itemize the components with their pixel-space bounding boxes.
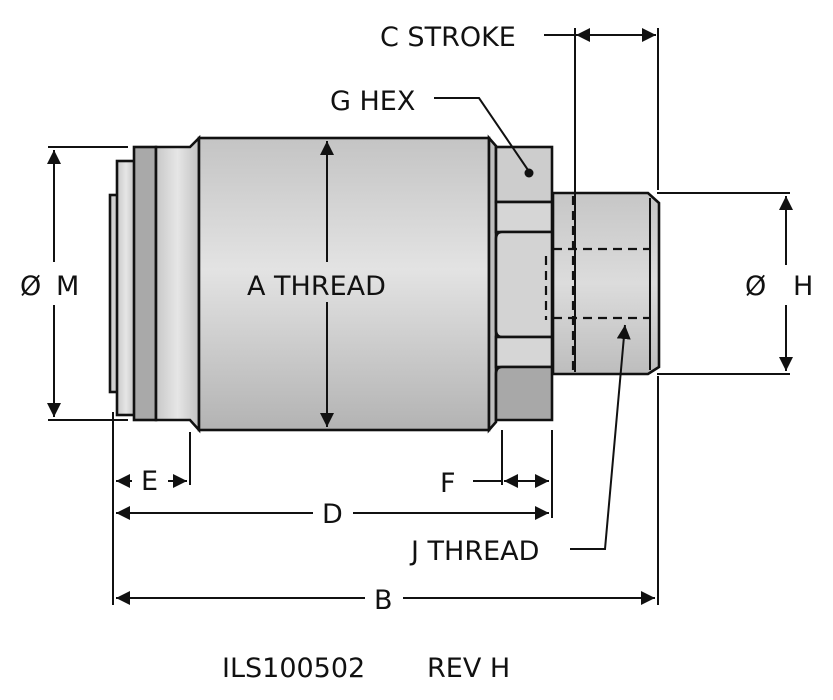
coupling-body — [108, 134, 661, 434]
hex-center-flat — [494, 230, 554, 339]
dimension-f: F — [440, 468, 549, 499]
dimension-a-thread: A THREAD — [247, 141, 386, 427]
extension-lines — [112, 376, 659, 605]
dimension-dia-h: Ø H — [657, 192, 813, 375]
hex-bottom-flat — [494, 365, 554, 422]
hex-lower-band — [494, 335, 554, 369]
dia-h-label: H — [793, 271, 813, 302]
g-hex-callout: G HEX — [330, 86, 529, 171]
revision: REV H — [427, 653, 510, 684]
part-number: ILS100502 — [222, 653, 365, 684]
f-label: F — [440, 468, 456, 499]
e-label: E — [141, 466, 158, 497]
j-thread-label: J THREAD — [409, 536, 539, 567]
hex-upper-band — [494, 200, 554, 234]
j-thread-callout: J THREAD — [409, 324, 631, 567]
dimension-d: D — [116, 499, 549, 530]
sleeve — [154, 134, 201, 434]
end-lip — [115, 159, 137, 417]
c-stroke-label: C STROKE — [380, 22, 516, 53]
dimension-c-stroke: C STROKE — [380, 22, 659, 372]
d-label: D — [322, 499, 343, 530]
hex-dot-marker — [524, 168, 534, 178]
g-hex-label: G HEX — [330, 86, 415, 117]
seal-ring — [132, 145, 158, 422]
dimension-dia-m: Ø M — [20, 146, 128, 421]
dia-h-symbol: Ø — [745, 271, 766, 302]
dia-m-symbol: Ø — [20, 271, 41, 302]
a-thread-label: A THREAD — [247, 271, 386, 302]
dimension-b: B — [116, 585, 655, 616]
dimension-e: E — [116, 466, 187, 497]
hex-top-flat — [494, 145, 554, 204]
b-label: B — [374, 585, 393, 616]
dia-m-label: M — [56, 271, 79, 302]
nipple — [551, 191, 661, 376]
body-chamfer — [487, 134, 498, 434]
